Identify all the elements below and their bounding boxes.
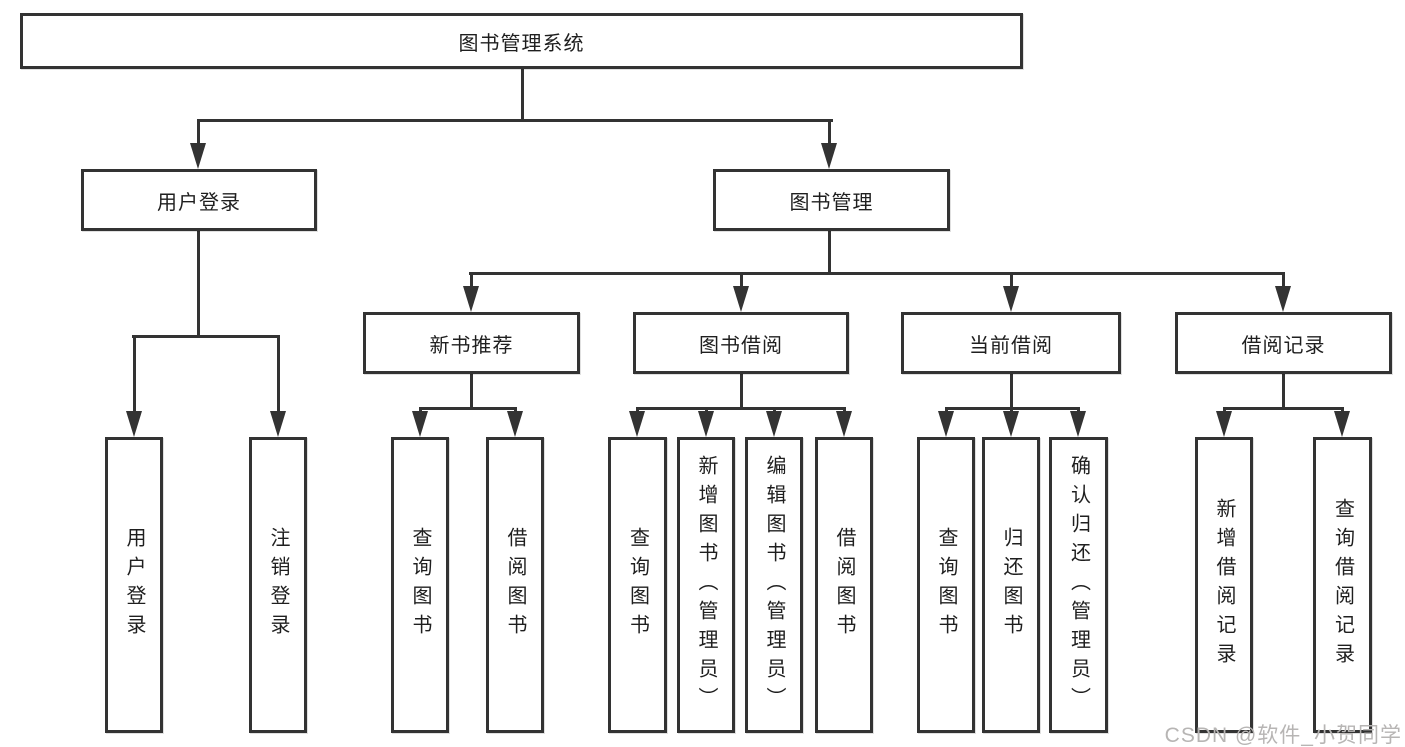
connector-arrow-line-book-borrow: [740, 272, 743, 290]
node-root-label: 图书管理系统: [458, 32, 585, 55]
node-leaf-edit-books-admin-label: 编辑图书（管理员）: [763, 454, 785, 716]
node-new-book-recommend-label: 新书推荐: [429, 334, 514, 357]
node-user-login-label: 用户登录: [157, 191, 241, 214]
arrowhead-leaf-logout: [270, 411, 286, 437]
connector-arrow-line-leaf-user-login: [133, 335, 136, 413]
node-borrow-records: 借阅记录: [1175, 312, 1392, 374]
connector-arrow-line-leaf-logout: [277, 335, 280, 413]
connector-arrow-line-new-book: [470, 272, 473, 290]
connector-arrow-line-borrow-records: [1282, 272, 1285, 290]
node-leaf-borrow-books-label: 借阅图书: [833, 527, 855, 643]
node-new-book-recommend: 新书推荐: [363, 312, 580, 374]
arrowhead-current-borrow: [1003, 286, 1019, 312]
connector-level1-rail: [197, 119, 833, 122]
arrowhead-br-query: [1334, 411, 1350, 437]
node-leaf-borrow-books: 借阅图书: [815, 437, 873, 733]
node-leaf-query-books-current-label: 查询图书: [935, 527, 957, 643]
connector-login-rail: [132, 335, 280, 338]
connector-arrow-line-current-borrow: [1010, 272, 1013, 290]
node-leaf-add-books-admin-label: 新增图书（管理员）: [695, 454, 717, 716]
arrowhead-cb-confirm: [1070, 411, 1086, 437]
connector-records-stem: [1282, 374, 1285, 410]
arrowhead-book-management: [821, 143, 837, 169]
connector-records-rail: [1223, 407, 1344, 410]
node-current-borrow-label: 当前借阅: [969, 334, 1053, 357]
arrowhead-bb-edit: [766, 411, 782, 437]
connector-level3-rail: [469, 272, 1285, 275]
node-leaf-query-borrow-record-label: 查询借阅记录: [1331, 498, 1354, 672]
watermark: CSDN @软件_小贺同学: [1164, 724, 1402, 747]
node-leaf-borrow-books-recommend: 借阅图书: [486, 437, 544, 733]
connector-borrow-rail: [636, 407, 846, 410]
node-book-borrow: 图书借阅: [633, 312, 849, 374]
node-book-management: 图书管理: [713, 169, 950, 231]
arrowhead-bb-query: [629, 411, 645, 437]
arrowhead-borrow-records: [1275, 286, 1291, 312]
node-user-login: 用户登录: [81, 169, 317, 231]
arrowhead-br-add: [1216, 411, 1232, 437]
arrowhead-nb-query: [412, 411, 428, 437]
arrowhead-nb-borrow: [507, 411, 523, 437]
connector-arrow-line-user-login: [197, 119, 200, 150]
arrowhead-cb-query: [938, 411, 954, 437]
node-leaf-query-borrow-record: 查询借阅记录: [1313, 437, 1372, 733]
arrowhead-bb-add: [698, 411, 714, 437]
node-leaf-add-borrow-record: 新增借阅记录: [1195, 437, 1253, 733]
node-leaf-return-books-label: 归还图书: [1000, 527, 1022, 643]
arrowhead-book-borrow: [733, 286, 749, 312]
node-leaf-query-books-borrow-label: 查询图书: [626, 527, 649, 643]
node-leaf-edit-books-admin: 编辑图书（管理员）: [745, 437, 803, 733]
node-leaf-query-books-current: 查询图书: [917, 437, 975, 733]
connector-bookmgmt-stem: [828, 231, 831, 275]
node-leaf-query-books-borrow: 查询图书: [608, 437, 667, 733]
node-leaf-add-books-admin: 新增图书（管理员）: [677, 437, 735, 733]
node-leaf-query-books-recommend-label: 查询图书: [409, 527, 431, 643]
node-leaf-confirm-return-admin-label: 确认归还（管理员）: [1067, 454, 1090, 716]
arrowhead-leaf-user-login: [126, 411, 142, 437]
node-root: 图书管理系统: [20, 13, 1023, 69]
node-leaf-confirm-return-admin: 确认归还（管理员）: [1049, 437, 1108, 733]
connector-login-stem: [197, 231, 200, 338]
node-leaf-return-books: 归还图书: [982, 437, 1040, 733]
node-leaf-logout-label: 注销登录: [267, 527, 289, 643]
node-book-borrow-label: 图书借阅: [699, 334, 783, 357]
node-borrow-records-label: 借阅记录: [1241, 334, 1326, 357]
arrowhead-cb-return: [1003, 411, 1019, 437]
node-leaf-user-login: 用户登录: [105, 437, 163, 733]
node-leaf-query-books-recommend: 查询图书: [391, 437, 449, 733]
connector-newbook-stem: [470, 374, 473, 410]
node-leaf-logout: 注销登录: [249, 437, 307, 733]
connector-borrow-stem: [740, 374, 743, 410]
arrowhead-new-book: [463, 286, 479, 312]
connector-arrow-line-book-management: [828, 119, 831, 150]
connector-newbook-rail: [419, 407, 517, 410]
node-leaf-borrow-books-recommend-label: 借阅图书: [504, 527, 526, 643]
node-current-borrow: 当前借阅: [901, 312, 1121, 374]
node-leaf-user-login-label: 用户登录: [123, 527, 145, 643]
node-leaf-add-borrow-record-label: 新增借阅记录: [1213, 498, 1235, 672]
node-book-management-label: 图书管理: [789, 191, 874, 214]
arrowhead-bb-borrow: [836, 411, 852, 437]
connector-current-stem: [1010, 374, 1013, 410]
arrowhead-user-login: [190, 143, 206, 169]
connector-root-stem: [521, 69, 524, 122]
